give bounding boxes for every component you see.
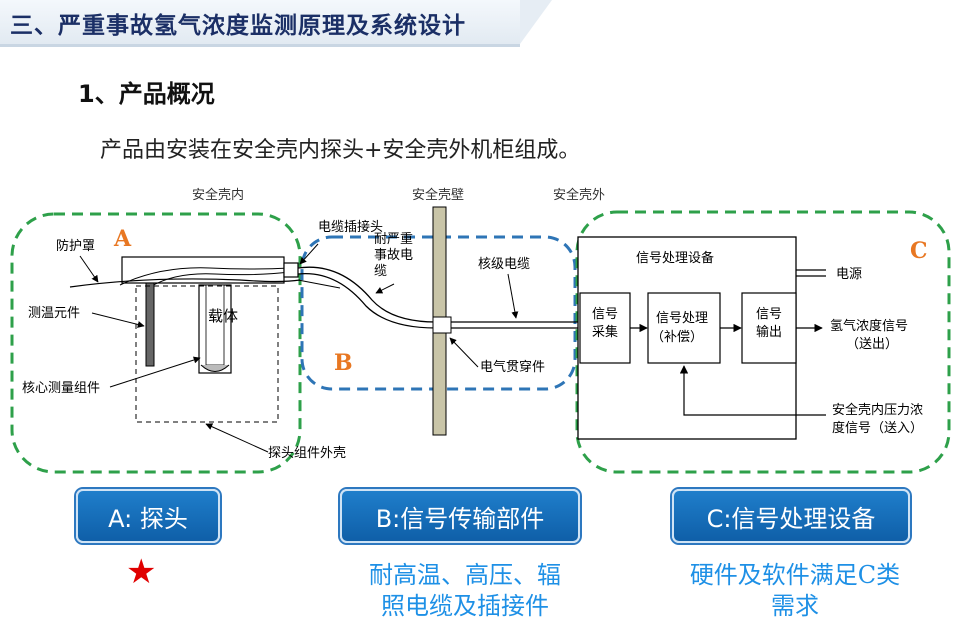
- temp-element-label: 测温元件: [28, 306, 80, 321]
- output-label: 信号输出: [755, 307, 782, 340]
- connector-label: 电缆插接头: [318, 219, 383, 235]
- note-b-line2: 照电缆及插接件: [381, 592, 549, 620]
- nuclear-cable-label: 核级电缆: [478, 256, 530, 272]
- zone-a-letter: A: [113, 226, 132, 252]
- processing-box: [647, 292, 721, 364]
- electrical-penetration: [432, 316, 452, 334]
- acquisition-label: 信号采集: [591, 307, 618, 340]
- output-box: [741, 292, 797, 364]
- acquisition-box: [579, 292, 631, 364]
- note-c: 硬件及软件满足C类 需求: [664, 560, 926, 622]
- page-title: 三、严重事故氢气浓度监测原理及系统设计: [10, 13, 466, 39]
- title-bar: 三、严重事故氢气浓度监测原理及系统设计: [0, 0, 552, 47]
- zone-c-boundary: [575, 210, 951, 474]
- core-assembly-label: 核心测量组件: [22, 381, 100, 396]
- zone-inside-label: 安全壳内: [192, 187, 244, 203]
- note-c-line1: 硬件及软件满足C类: [689, 561, 901, 589]
- pressure-input-label-1: 安全壳内压力浓: [832, 402, 923, 418]
- pill-probe: A: 探头: [76, 489, 220, 543]
- processing-sub-label: （补偿）: [651, 330, 703, 345]
- processing-equipment-title: 信号处理设备: [636, 250, 714, 266]
- processing-label: 信号处理: [656, 311, 708, 326]
- pressure-input-label-2: 度信号（送入）: [832, 420, 923, 436]
- zone-wall-label: 安全壳壁: [412, 187, 464, 203]
- power-label: 电源: [836, 267, 862, 282]
- pill-signal-processing: C:信号处理设备: [672, 489, 910, 543]
- section-subtitle: 1、产品概况: [78, 80, 215, 108]
- zone-outside-label: 安全壳外: [553, 187, 605, 203]
- h2-signal-label: 氢气浓度信号: [830, 318, 908, 334]
- note-c-line2: 需求: [771, 592, 819, 620]
- note-b-line1: 耐高温、高压、辐: [369, 561, 561, 589]
- star-icon: ★: [126, 552, 157, 592]
- intro-text: 产品由安装在安全壳内探头+安全壳外机柜组成。: [100, 138, 581, 163]
- note-b: 耐高温、高压、辐 照电缆及插接件: [340, 560, 590, 622]
- shield-label: 防护罩: [56, 238, 95, 254]
- zone-a-boundary: [10, 212, 302, 474]
- probe-drawing: [69, 256, 301, 423]
- penetration-label: 电气贯穿件: [480, 359, 545, 375]
- h2-signal-sub-label: （送出）: [846, 337, 898, 352]
- zone-c-letter: C: [910, 238, 928, 264]
- probe-carrier-label: 载体: [208, 307, 238, 325]
- hardened-cable-label: 耐严重事故电缆: [374, 232, 414, 279]
- zone-b-letter: B: [334, 350, 353, 376]
- pill-signal-transmission: B:信号传输部件: [340, 489, 580, 543]
- housing-label: 探头组件外壳: [268, 446, 346, 461]
- hardened-cable: [297, 266, 437, 323]
